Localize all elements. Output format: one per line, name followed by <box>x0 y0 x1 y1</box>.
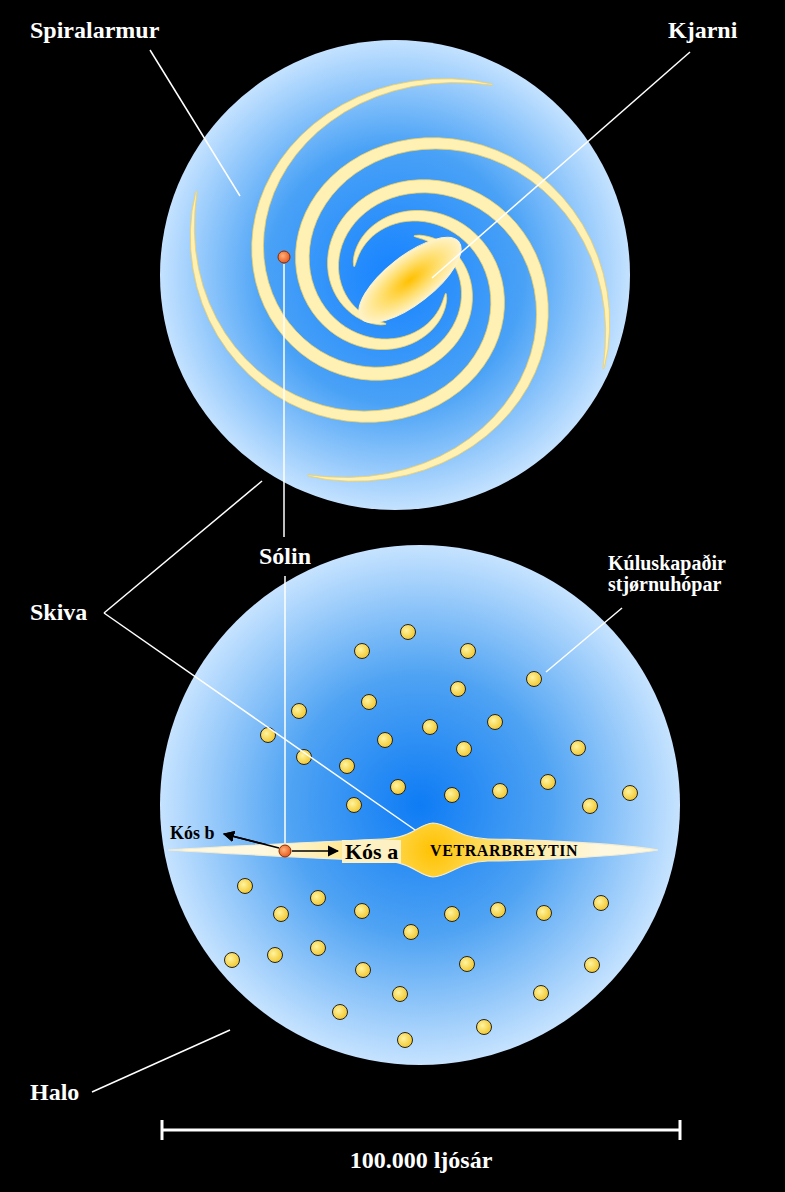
globular-cluster <box>404 925 419 940</box>
globular-cluster <box>311 891 326 906</box>
globular-cluster <box>393 987 408 1002</box>
sun-dot <box>279 845 291 857</box>
globular-cluster <box>445 788 460 803</box>
globular-cluster <box>391 780 406 795</box>
leader-line <box>283 264 285 537</box>
globular-cluster <box>541 775 556 790</box>
part-label: Kjarni <box>668 18 737 43</box>
galaxy-disk: VETRARBREYTIN <box>168 815 658 885</box>
scale-bar <box>162 1120 680 1140</box>
globular-cluster <box>398 1033 413 1048</box>
globular-cluster <box>333 1005 348 1020</box>
globular-cluster <box>477 1020 492 1035</box>
globular-cluster <box>461 644 476 659</box>
globular-cluster <box>378 733 393 748</box>
globular-cluster <box>347 798 362 813</box>
globular-cluster <box>355 644 370 659</box>
direction-arrow <box>224 834 279 848</box>
part-label: Sólin <box>259 544 311 569</box>
spiral-arms <box>190 79 609 481</box>
leader-line <box>546 608 622 672</box>
globular-cluster <box>491 903 506 918</box>
globular-cluster <box>340 759 355 774</box>
spiral-arm <box>190 191 504 422</box>
leader-line <box>104 613 418 832</box>
globular-cluster <box>445 907 460 922</box>
globular-cluster <box>583 799 598 814</box>
part-label: Skiva <box>30 600 87 625</box>
globular-cluster <box>292 704 307 719</box>
leader-line <box>150 50 240 196</box>
disk-outline <box>168 815 658 885</box>
spiral-arm <box>252 79 493 380</box>
globular-cluster <box>527 672 542 687</box>
direction-label: Kós b <box>170 824 215 843</box>
spiral-arm <box>308 180 549 481</box>
globular-cluster <box>268 948 283 963</box>
globular-cluster <box>238 879 253 894</box>
globular-cluster <box>401 625 416 640</box>
part-label: Halo <box>30 1080 79 1105</box>
globular-cluster <box>261 728 276 743</box>
part-label: Kúluskapaðir stjørnuhópar <box>608 553 778 595</box>
globular-cluster <box>460 957 475 972</box>
globular-cluster <box>537 906 552 921</box>
part-label: Spiralarmur <box>30 18 159 43</box>
direction-label: Kós a <box>342 840 401 863</box>
globular-cluster <box>571 741 586 756</box>
globular-cluster <box>585 958 600 973</box>
globular-cluster <box>311 941 326 956</box>
leader-line <box>92 1030 230 1092</box>
leader-line <box>104 481 262 613</box>
direction-arrow <box>292 850 338 852</box>
globular-cluster <box>623 786 638 801</box>
globular-cluster <box>355 904 370 919</box>
scale-line <box>162 1129 680 1132</box>
globular-cluster <box>534 986 549 1001</box>
globular-cluster <box>493 784 508 799</box>
leader-line <box>284 576 286 844</box>
globular-cluster <box>451 682 466 697</box>
galaxy-core <box>346 223 473 337</box>
globular-cluster <box>356 963 371 978</box>
leader-lines <box>92 50 690 1092</box>
scale-label: 100.000 ljósár <box>350 1148 493 1173</box>
scale-tick <box>161 1120 164 1140</box>
globular-cluster <box>594 896 609 911</box>
globular-cluster <box>488 715 503 730</box>
globular-cluster <box>362 695 377 710</box>
face-on-disk <box>160 40 630 510</box>
disk-label: VETRARBREYTIN <box>430 843 578 859</box>
scale-tick <box>679 1120 682 1140</box>
globular-cluster <box>225 953 240 968</box>
halo-sphere <box>160 545 680 1065</box>
disk-shape <box>168 823 658 877</box>
globular-cluster <box>423 720 438 735</box>
globular-cluster <box>274 907 289 922</box>
sun-dot <box>278 251 290 263</box>
globular-cluster <box>457 742 472 757</box>
leader-line <box>432 52 690 278</box>
